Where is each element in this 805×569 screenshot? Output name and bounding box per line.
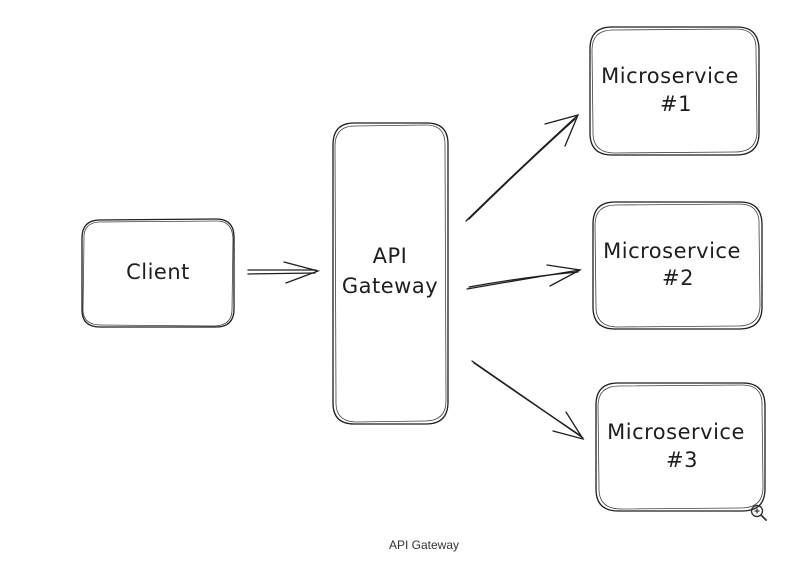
microservice-1-node: Microservice #1 — [589, 26, 760, 156]
microservice-3-label-line1: Microservice — [607, 420, 745, 444]
microservice-2-node: Microservice #2 — [592, 201, 763, 330]
microservice-1-label-line2: #1 — [660, 92, 692, 116]
microservice-1-label-line1: Microservice — [601, 64, 739, 88]
api-gateway-label-line2: Gateway — [342, 274, 438, 298]
microservice-2-label-line2: #2 — [662, 266, 694, 290]
microservice-3-node: Microservice #3 — [595, 382, 766, 512]
client-node: Client — [81, 218, 235, 328]
microservice-3-label-line2: #3 — [666, 448, 698, 472]
arrow-gateway-to-microservice-3 — [471, 360, 585, 441]
architecture-diagram: Client API Gateway Microservice #1 Micro… — [81, 26, 766, 512]
client-label: Client — [126, 260, 190, 284]
arrow-gateway-to-microservice-2 — [466, 264, 583, 290]
figure-caption: API Gateway — [388, 538, 460, 552]
arrow-client-to-gateway — [247, 261, 321, 284]
arrow-gateway-to-microservice-1 — [465, 114, 580, 222]
api-gateway-label-line1: API — [373, 244, 408, 268]
api-gateway-node: API Gateway — [332, 122, 449, 425]
microservice-2-label-line1: Microservice — [603, 239, 741, 263]
zoom-in-icon[interactable] — [750, 504, 768, 522]
